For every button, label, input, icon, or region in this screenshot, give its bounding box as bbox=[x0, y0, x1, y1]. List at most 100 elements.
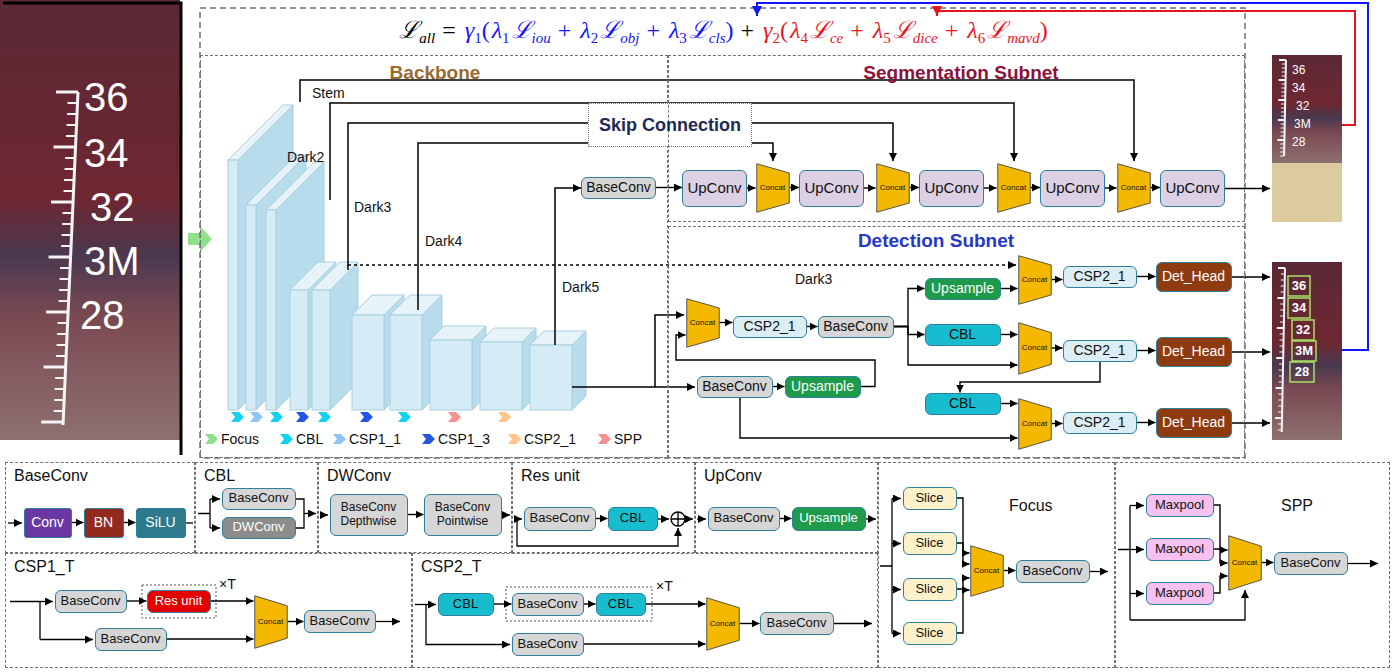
draft-mark-number: 3M bbox=[84, 238, 140, 284]
feature-line bbox=[572, 386, 695, 388]
label-wrap: 32 bbox=[1296, 96, 1309, 114]
formula-symbol: obj bbox=[620, 30, 639, 46]
photo bbox=[1272, 262, 1342, 440]
scale-tick bbox=[1278, 412, 1282, 413]
panel-title: Focus bbox=[1009, 497, 1053, 515]
box-text: BaseConv bbox=[1281, 556, 1341, 571]
concat-outline bbox=[876, 163, 909, 212]
box-text: Res unit bbox=[155, 594, 203, 609]
box-text: CBL bbox=[453, 597, 478, 612]
panel-title: DWConv bbox=[327, 467, 391, 485]
legend-arrow bbox=[280, 434, 293, 444]
scale-tick bbox=[46, 311, 68, 314]
label-wrap: 34 bbox=[84, 130, 129, 176]
box-text: UpConv bbox=[924, 179, 978, 196]
scale-tick bbox=[57, 333, 67, 335]
box-text: CBL bbox=[949, 326, 976, 342]
box-text: BaseConv bbox=[823, 318, 888, 334]
block-front bbox=[290, 290, 308, 410]
scale-tick bbox=[64, 190, 74, 192]
scale-spine bbox=[1282, 268, 1285, 432]
scale-tick bbox=[1281, 112, 1285, 113]
concat-trapezoid: Concat bbox=[706, 597, 740, 651]
formula-symbol: ℒ bbox=[689, 17, 709, 43]
scale-tick bbox=[59, 289, 69, 291]
scale-tick bbox=[1279, 382, 1283, 383]
baseconv-box: BaseConv bbox=[697, 376, 773, 398]
legend-item: CSP2_1 bbox=[508, 431, 576, 447]
upconv-box: UpConv bbox=[1160, 170, 1225, 207]
upconv-box: UpConv bbox=[799, 170, 864, 207]
module-line bbox=[8, 499, 1378, 645]
scale-tick bbox=[56, 355, 66, 357]
formula-symbol: mavd bbox=[1007, 30, 1040, 46]
title-wrap: UpConv bbox=[704, 467, 762, 485]
box-text: CBL bbox=[620, 511, 645, 526]
concat-outline bbox=[997, 163, 1030, 212]
panel-title: Backbone bbox=[390, 62, 481, 84]
scale-ticks bbox=[1277, 60, 1286, 156]
cbl-box: CBL bbox=[925, 324, 1001, 346]
legend-swatch bbox=[333, 433, 347, 445]
label-wrap: 3M bbox=[1292, 341, 1316, 361]
backbone-block bbox=[228, 105, 586, 410]
legend-text: CSP2_1 bbox=[524, 431, 576, 447]
scale-tick bbox=[65, 168, 75, 170]
feature-line bbox=[655, 315, 684, 387]
formula-symbol: ( bbox=[780, 17, 788, 43]
scale-tick bbox=[1279, 376, 1283, 377]
connector bbox=[596, 518, 608, 519]
panel-region: BaseConvConvBNSiLU bbox=[5, 462, 195, 553]
formula-symbol: 6 bbox=[978, 30, 986, 46]
draft-mark-number: 36 bbox=[1292, 64, 1305, 78]
formula-symbol: + bbox=[945, 17, 959, 43]
label-wrap: 36 bbox=[1288, 276, 1310, 296]
box-text: BaseConv bbox=[101, 632, 161, 647]
box-text: Det_Head bbox=[1162, 343, 1225, 359]
box-text: Conv bbox=[31, 514, 64, 530]
block-front bbox=[430, 340, 472, 410]
connector bbox=[910, 187, 920, 188]
label-wrap: 28 bbox=[1292, 132, 1305, 150]
draft-mark-number: 34 bbox=[1292, 301, 1306, 316]
feature-line bbox=[1232, 351, 1270, 353]
photo bbox=[0, 0, 180, 440]
scale-tick bbox=[61, 245, 71, 247]
baseconv-box: BaseConv bbox=[1274, 552, 1348, 575]
baseconv-box: BaseConv bbox=[55, 590, 127, 613]
label-wrap: 34 bbox=[1288, 298, 1310, 318]
scale-tick bbox=[1281, 280, 1285, 281]
scale-tick bbox=[41, 421, 63, 424]
box-text: BaseConv bbox=[310, 614, 370, 629]
box-text: Concat bbox=[1232, 558, 1257, 567]
label-wrap: Dark3 bbox=[354, 198, 391, 216]
box-text: Slice bbox=[915, 626, 943, 641]
module-line bbox=[880, 499, 892, 634]
draft-mark-number: 32 bbox=[1296, 100, 1309, 114]
formula-symbol: + bbox=[741, 17, 755, 43]
panel-title: CSP2_T bbox=[421, 558, 481, 576]
panel-region: CSP2_TCBLBaseConvCBLBaseConvConcatBaseCo… bbox=[412, 553, 878, 668]
label-wrap: Dark3 bbox=[795, 270, 832, 288]
box-text: BaseConv Pointwise bbox=[428, 501, 498, 529]
stage-arrow bbox=[318, 412, 331, 422]
block-side bbox=[572, 331, 586, 410]
skip-line bbox=[300, 80, 1134, 161]
scale-tick bbox=[1280, 156, 1284, 157]
detection-box bbox=[1288, 298, 1310, 318]
legend-arrow bbox=[422, 434, 435, 444]
scale-ticks bbox=[41, 92, 78, 425]
box-text: CSP2_1 bbox=[1073, 414, 1125, 430]
formula-symbol: ℒ bbox=[399, 17, 419, 43]
scale-tick bbox=[1279, 346, 1283, 347]
connector bbox=[1004, 570, 1016, 571]
silu-box: SiLU bbox=[136, 508, 186, 538]
slice-box: Slice bbox=[903, 578, 957, 601]
legend-text: Focus bbox=[221, 431, 259, 447]
draft-mark-number: 36 bbox=[1292, 279, 1306, 294]
module-line bbox=[892, 543, 901, 544]
connector bbox=[584, 643, 706, 644]
concat-outline bbox=[970, 545, 1003, 596]
text-label: Dark4 bbox=[425, 233, 462, 249]
box-text: BaseConv bbox=[518, 597, 578, 612]
